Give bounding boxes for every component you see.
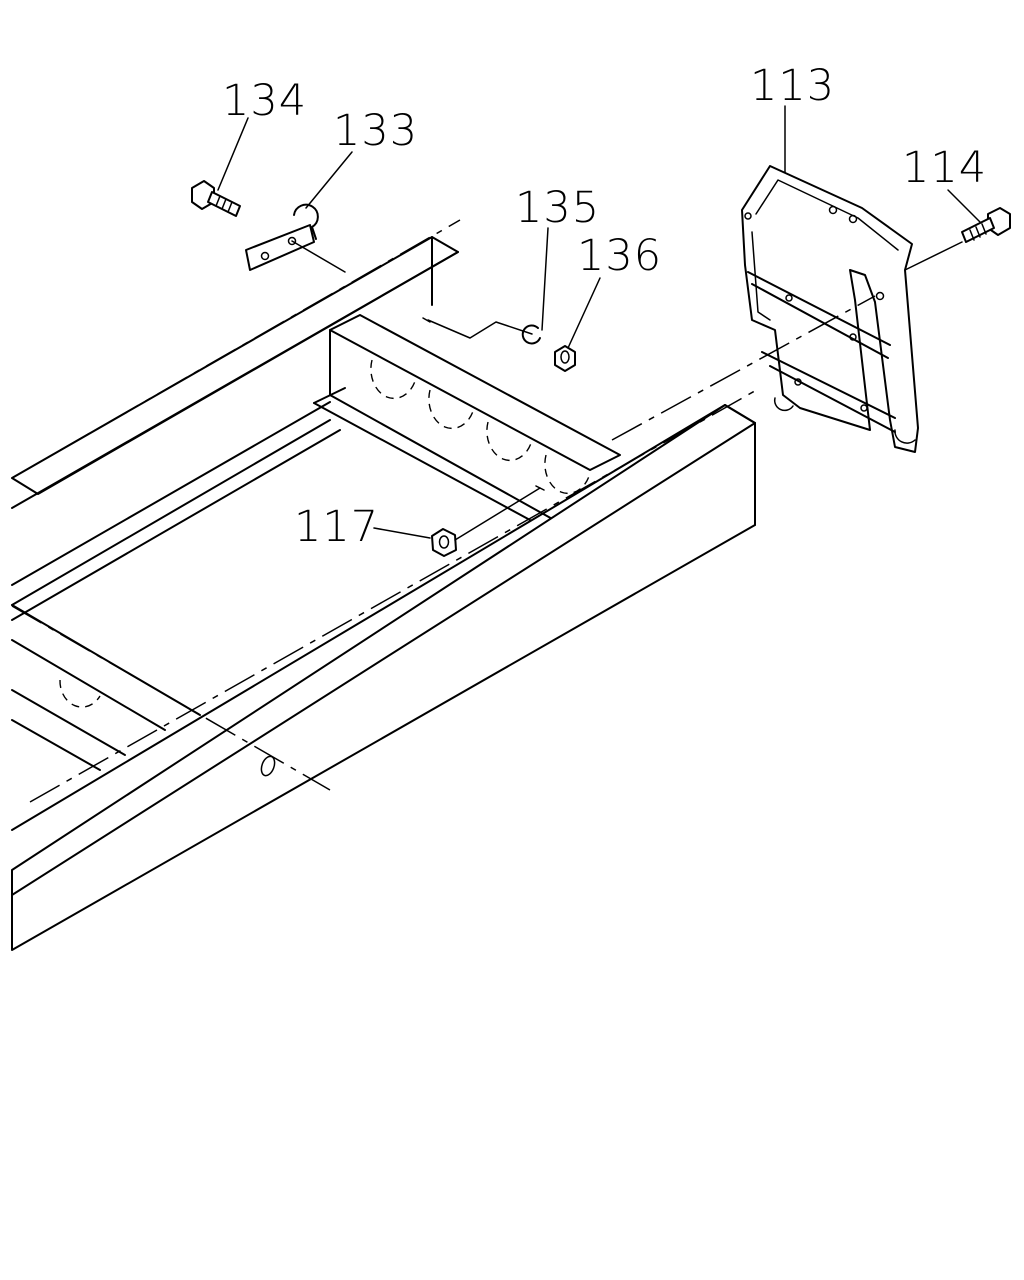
callout-113: 113 (750, 61, 835, 173)
rear-cross-member (11, 679, 126, 771)
part-number-114: 114 (902, 143, 987, 193)
callout-134: 134 (217, 76, 307, 191)
bracket-133-icon (245, 203, 319, 271)
carrier-bracket-113-icon (741, 165, 919, 453)
near-rail-centerline (29, 387, 761, 803)
part-number-133: 133 (333, 106, 418, 156)
nut-136-icon (554, 345, 576, 372)
callout-136: 136 (567, 231, 662, 349)
front-cross-member (313, 314, 621, 541)
far-side-rail (11, 236, 459, 586)
clip-135-icon (521, 324, 541, 345)
callout-133: 133 (305, 106, 418, 209)
part-number-136: 136 (577, 231, 662, 281)
part-number-135: 135 (515, 183, 600, 233)
callout-117: 117 (294, 502, 431, 552)
callout-114: 114 (902, 143, 987, 223)
assembly-lines (291, 240, 963, 541)
cross-centerline (11, 605, 331, 791)
chassis-frame (11, 219, 761, 951)
nut-117-icon (431, 528, 457, 557)
bolt-134-icon (191, 180, 241, 217)
part-number-134: 134 (222, 76, 307, 126)
part-number-117: 117 (294, 502, 379, 552)
near-side-rail (11, 404, 756, 951)
part-number-113: 113 (750, 61, 835, 111)
callout-135: 135 (515, 183, 600, 331)
far-rail-centerline (11, 219, 461, 479)
bolt-114-icon (961, 207, 1011, 243)
